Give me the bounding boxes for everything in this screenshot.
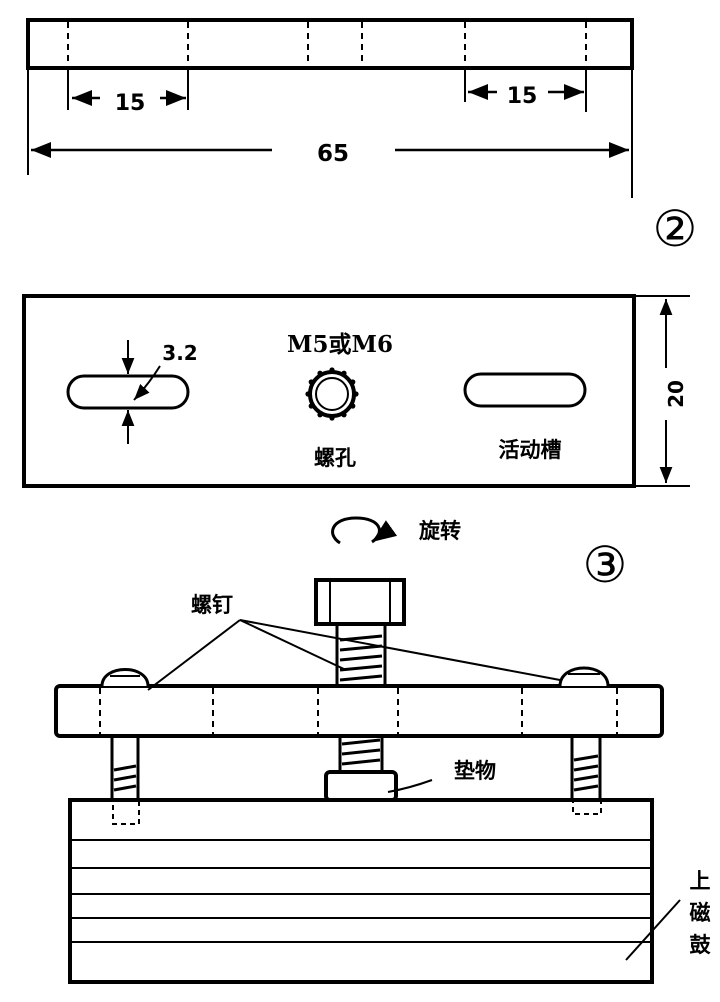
leader-lines	[147, 619, 681, 961]
plate-outline	[22, 294, 636, 488]
screw-hole-knurl	[305, 391, 311, 397]
upper-magnetic-drum	[68, 798, 654, 984]
screw-hole-knurl	[308, 379, 314, 385]
screw-hole-knurl	[350, 403, 356, 409]
screw-hole-knurl	[341, 412, 347, 418]
spacer	[324, 770, 398, 802]
step-2-marker: ②	[653, 200, 698, 258]
step-3-marker: ③	[583, 536, 628, 594]
top-bar	[26, 18, 634, 70]
slot-label: 活动槽	[499, 438, 562, 462]
right-slot	[463, 372, 587, 408]
right-screw-shank	[570, 736, 602, 815]
left-screw-shank	[110, 736, 140, 825]
slot-width-dimension	[121, 340, 161, 444]
left-slot	[66, 374, 190, 410]
height-dimension	[636, 295, 690, 487]
drum-label-2: 磁	[690, 901, 711, 925]
screw-hole	[305, 367, 359, 421]
screw-hole-knurl	[353, 391, 359, 397]
spacer-label: 垫物	[454, 759, 496, 783]
thread-spec-label: M5或M6	[287, 331, 393, 358]
bolt-shank-lower	[338, 736, 384, 772]
plate-side-hidden-lines	[99, 688, 618, 734]
screw-hole-knurl	[350, 379, 356, 385]
screw-hole-knurl	[317, 370, 323, 376]
screw-hole-knurl	[329, 415, 335, 421]
screws-label: 螺钉	[191, 593, 233, 617]
screw-hole-knurl	[341, 370, 347, 376]
drum-lines	[72, 839, 650, 943]
dimension-lines	[31, 84, 629, 158]
screw-hole-knurl	[329, 367, 335, 373]
height-label: 20	[664, 380, 688, 408]
drum-label-1: 上	[690, 869, 711, 893]
dim-overall-label: 65	[317, 141, 349, 167]
dim-left-label: 15	[115, 91, 146, 116]
top-bar-hidden-lines	[67, 22, 587, 66]
screw-hole-label: 螺孔	[314, 446, 356, 470]
screw-hole-knurl	[308, 403, 314, 409]
bolt-shank-upper	[335, 624, 387, 686]
slot-width-label: 3.2	[162, 341, 197, 365]
left-screw-head	[100, 668, 150, 687]
bolt-head	[314, 578, 406, 626]
screw-hole-knurl	[317, 412, 323, 418]
right-screw-head	[558, 666, 610, 687]
dim-right-label: 15	[507, 84, 538, 109]
assembly-view	[54, 578, 681, 984]
dimension-extension-lines	[27, 68, 633, 198]
top-bar-view	[26, 18, 634, 198]
plate-view	[22, 294, 690, 488]
rotate-label: 旋转	[418, 519, 461, 543]
drum-label-3: 鼓	[690, 933, 712, 957]
rotate-arrow-icon	[331, 516, 398, 545]
plate-side	[54, 684, 664, 738]
